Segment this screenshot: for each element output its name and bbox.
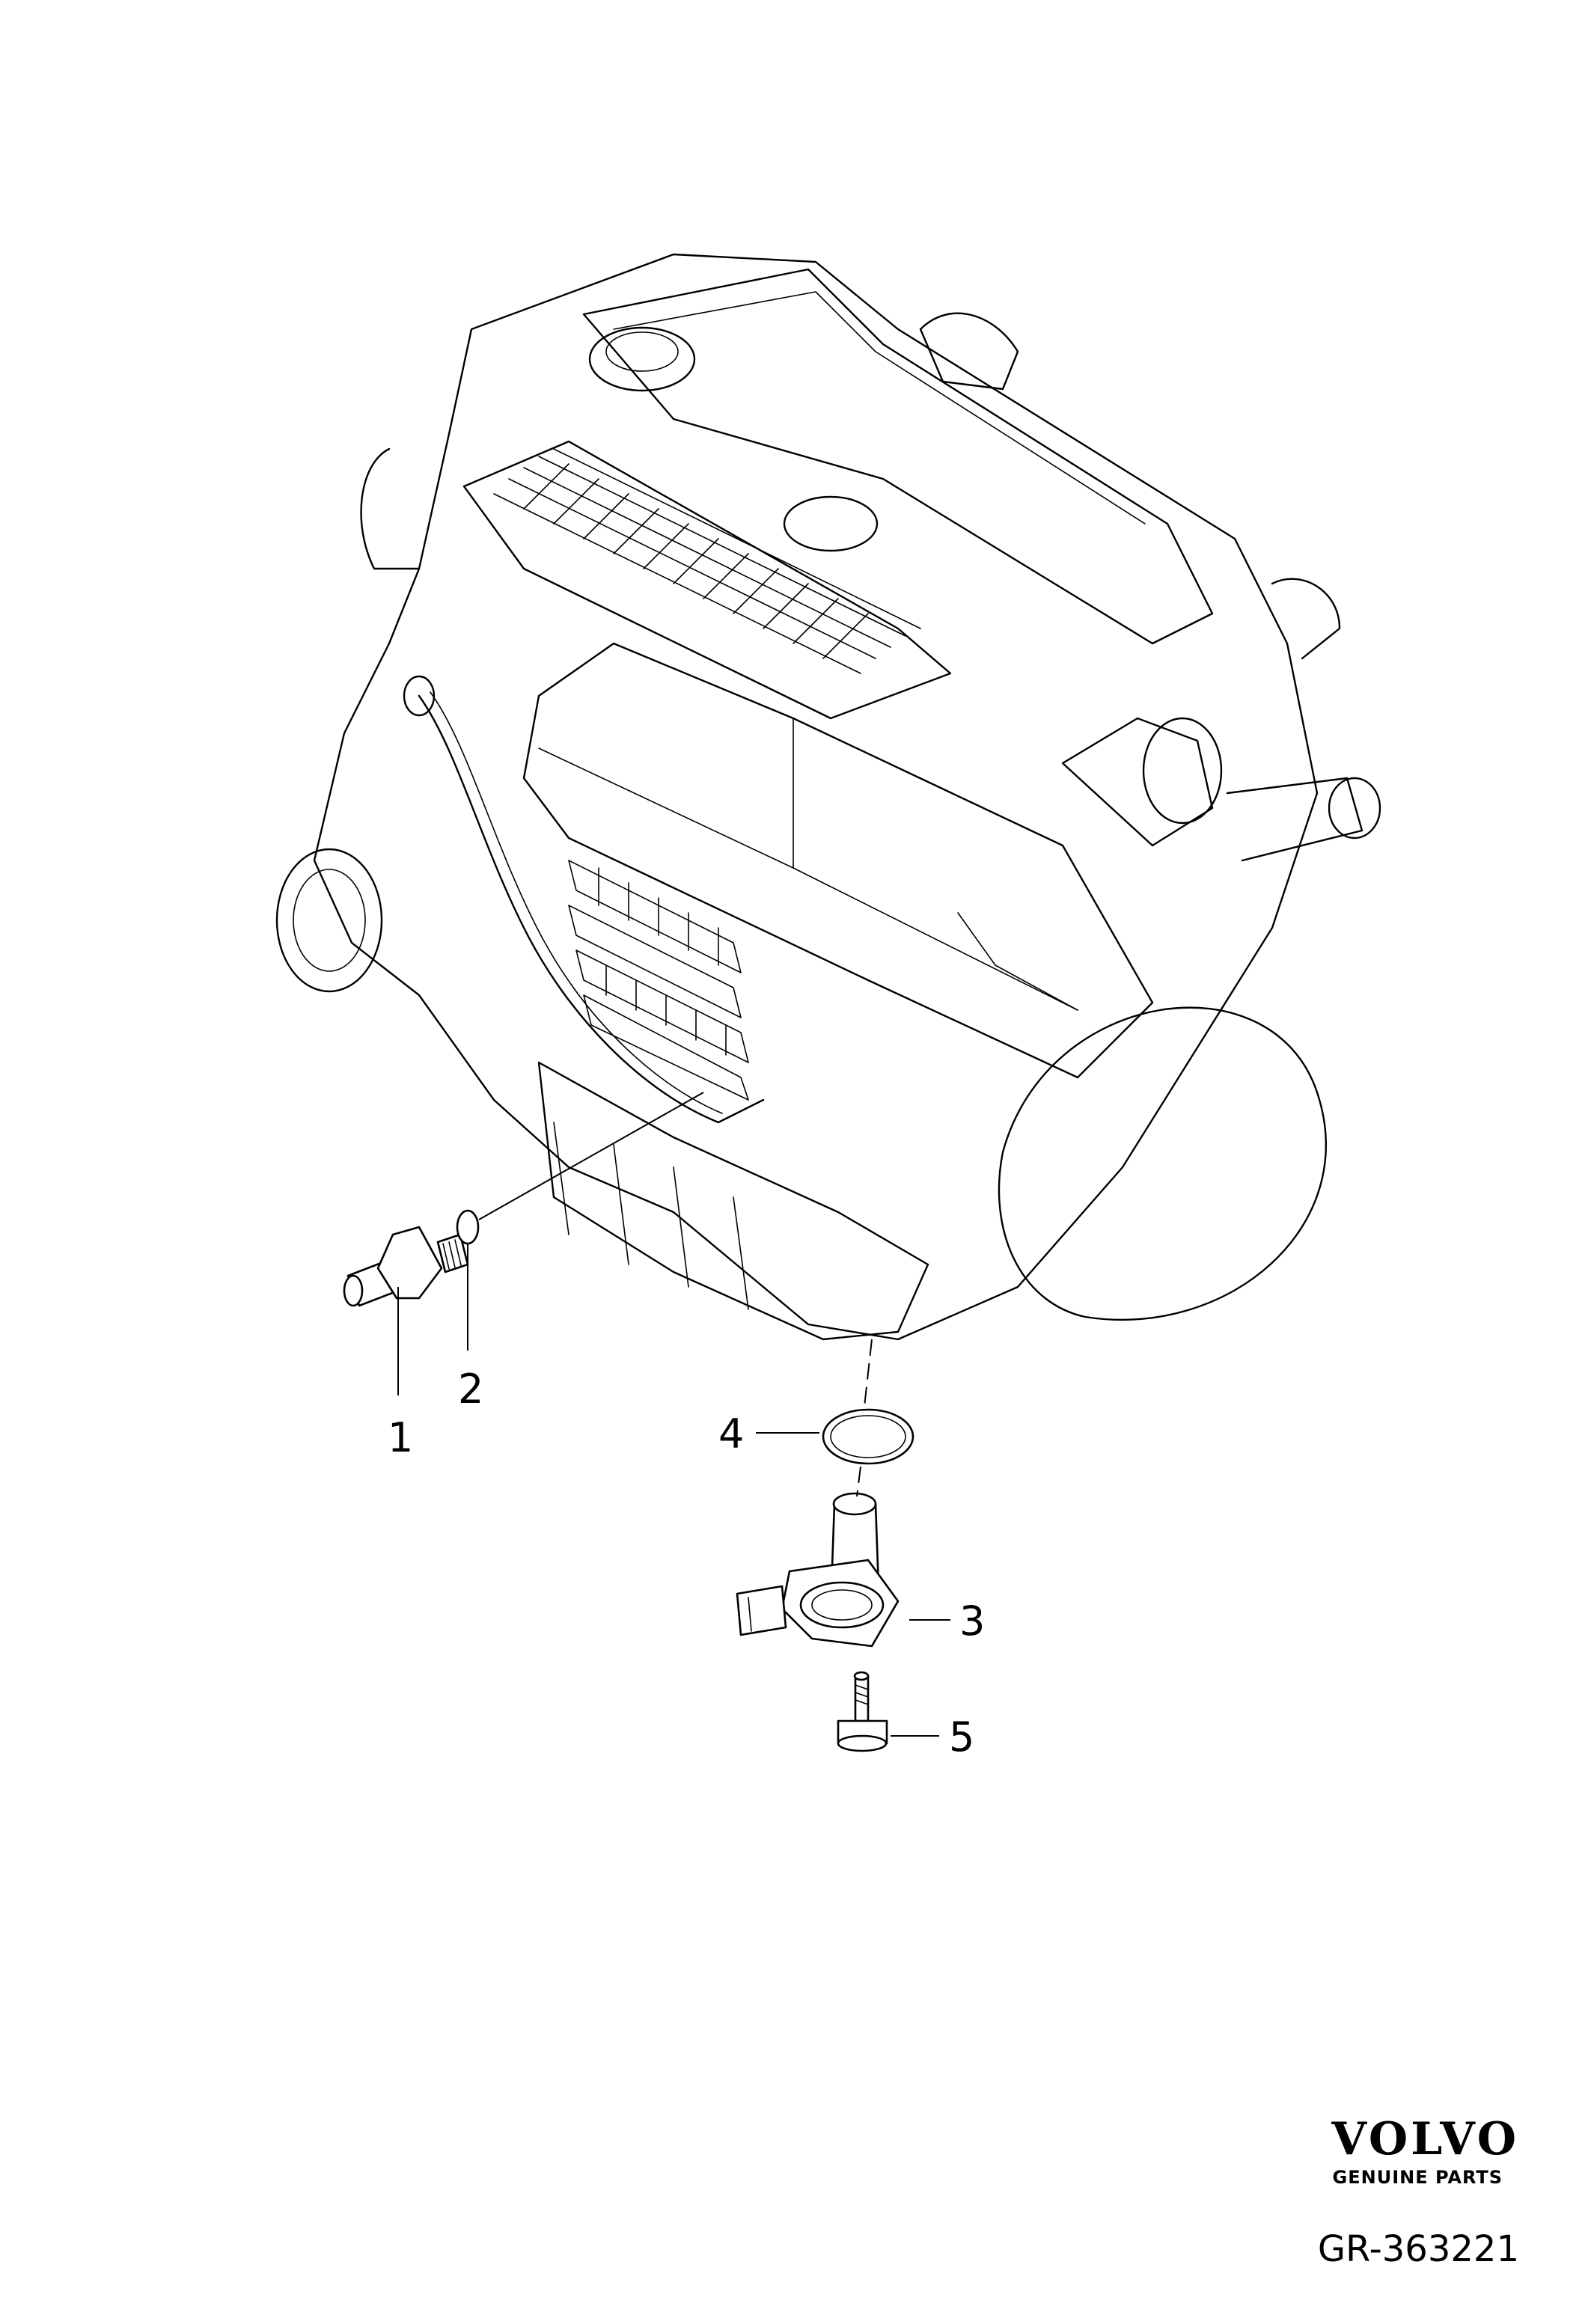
o-ring-part (822, 1408, 914, 1465)
genuine-parts-text: GENUINE PARTS (1332, 2167, 1503, 2188)
seal-ring-part (456, 1209, 480, 1245)
leader-2-to-engine (478, 1092, 704, 1220)
callout-4: 4 (718, 1410, 744, 1458)
callout-5: 5 (949, 1713, 974, 1761)
diagram-reference: GR-363221 (1317, 2228, 1519, 2270)
volvo-logo-text: VOLVO (1331, 2113, 1519, 2165)
callout-2: 2 (458, 1366, 483, 1413)
assembly-axis-line (856, 1339, 873, 1497)
bolt-part (837, 1671, 888, 1752)
leader-lines (397, 1092, 950, 1737)
oil-level-sensor-part (736, 1492, 900, 1648)
callout-3: 3 (959, 1597, 985, 1645)
engine-illustration (275, 253, 1381, 1341)
callout-1: 1 (388, 1414, 413, 1461)
callout-labels: 1 2 3 4 5 (388, 1366, 985, 1761)
oil-pressure-sensor-part (343, 1226, 469, 1307)
